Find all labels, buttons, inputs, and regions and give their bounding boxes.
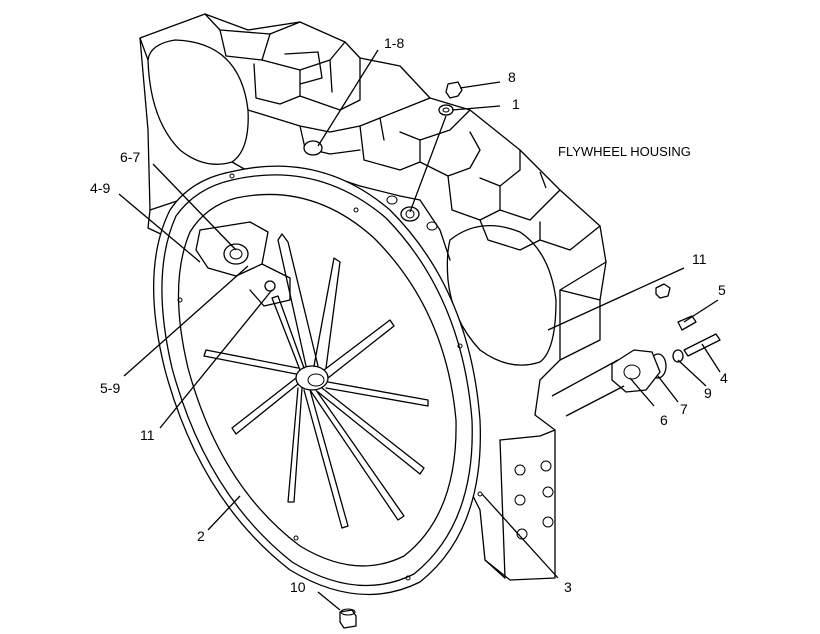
flywheel-housing-label: FLYWHEEL HOUSING [558, 144, 691, 159]
leader-lines [118, 49, 721, 611]
callout-5: 5 [718, 282, 726, 298]
callout-6: 6 [660, 412, 668, 428]
callout-6-7: 6-7 [120, 149, 140, 165]
flywheel-spokes [195, 221, 429, 529]
callout-5-9: 5-9 [100, 380, 120, 396]
exploded-fasteners [339, 81, 721, 629]
callout-11-left: 11 [140, 427, 155, 443]
callout-4: 4 [720, 370, 728, 386]
callout-1: 1 [512, 96, 520, 112]
callout-9: 9 [704, 385, 712, 401]
callout-10: 10 [290, 579, 306, 595]
callout-3: 3 [564, 579, 572, 595]
callout-8: 8 [508, 69, 516, 85]
callout-4-9: 4-9 [90, 180, 110, 196]
callout-7: 7 [680, 401, 688, 417]
callout-1-8: 1-8 [384, 35, 404, 51]
callout-11-right: 11 [692, 251, 707, 267]
callout-2: 2 [197, 528, 205, 544]
